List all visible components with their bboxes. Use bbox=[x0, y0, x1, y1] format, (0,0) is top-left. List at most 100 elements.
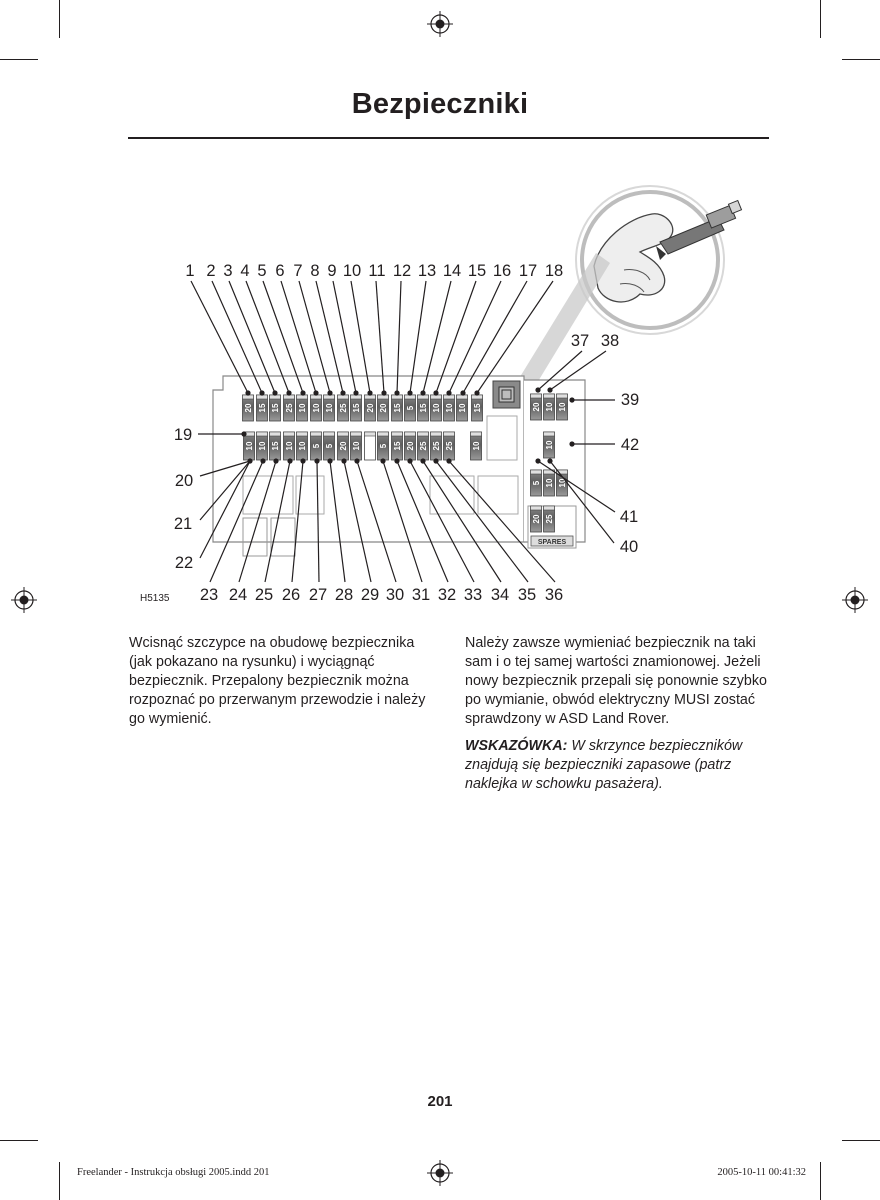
fuse-cap bbox=[310, 394, 322, 400]
fuse-cap bbox=[391, 394, 403, 400]
fuse-cap bbox=[543, 431, 555, 437]
fuse-rating: 20 bbox=[339, 441, 348, 450]
fuse-cap bbox=[269, 394, 281, 400]
callout-dot bbox=[327, 390, 333, 396]
fuse: 5 bbox=[323, 431, 335, 461]
fuse-cap bbox=[443, 394, 455, 400]
callout-dot bbox=[272, 390, 278, 396]
callout-label: 4 bbox=[240, 262, 249, 280]
fuse-rating: 25 bbox=[445, 441, 454, 450]
callout-dot bbox=[446, 390, 452, 396]
fuse-puller-inset bbox=[515, 185, 743, 388]
callout-dot bbox=[420, 390, 426, 396]
callout-line bbox=[476, 280, 554, 394]
crop-mark bbox=[820, 1162, 821, 1200]
fuse: 25 bbox=[430, 431, 442, 461]
fuse-cap bbox=[443, 431, 455, 437]
callout-dot bbox=[460, 390, 466, 396]
callout-dot bbox=[474, 390, 480, 396]
callout-line bbox=[537, 350, 583, 391]
callout-dot bbox=[327, 458, 333, 464]
fuse-cap bbox=[269, 431, 281, 437]
callout-line bbox=[356, 460, 397, 583]
callout-label: 22 bbox=[175, 554, 193, 572]
callout-line bbox=[435, 280, 477, 394]
fuse-rating: 15 bbox=[271, 403, 280, 412]
fuse: 10 bbox=[350, 431, 362, 461]
fuse-cap bbox=[337, 431, 349, 437]
callout-line bbox=[409, 280, 427, 394]
callout-label: 37 bbox=[571, 332, 589, 350]
fuse-cap bbox=[391, 431, 403, 437]
title-rule bbox=[128, 137, 769, 139]
fuse-rating: 20 bbox=[244, 403, 253, 412]
fuse-cap bbox=[556, 393, 568, 399]
callout-line bbox=[350, 280, 371, 394]
fuse-rating: 10 bbox=[472, 441, 481, 450]
fuse: 10 bbox=[256, 431, 268, 461]
fuse: 25 bbox=[543, 505, 555, 533]
callout-label: 19 bbox=[174, 426, 192, 444]
fuse-cap bbox=[404, 394, 416, 400]
fuse-cap bbox=[543, 393, 555, 399]
callout-line bbox=[382, 460, 423, 583]
fuse-cap bbox=[337, 394, 349, 400]
callout-dot bbox=[341, 458, 347, 464]
fuse-rating: 25 bbox=[419, 441, 428, 450]
fuse-cap bbox=[377, 431, 389, 437]
callout-line bbox=[209, 460, 264, 583]
callout-line bbox=[280, 280, 317, 394]
fuse-rating: 10 bbox=[545, 478, 554, 487]
fuse-cap bbox=[323, 431, 335, 437]
callout-line bbox=[264, 460, 291, 583]
fuse: 5 bbox=[310, 431, 322, 461]
callout-dot bbox=[313, 390, 319, 396]
callout-label: 21 bbox=[174, 515, 192, 533]
callout-dot bbox=[259, 390, 265, 396]
fuse-rating: 25 bbox=[432, 441, 441, 450]
callout-dot bbox=[446, 458, 452, 464]
callout-dot bbox=[433, 458, 439, 464]
callout-line bbox=[537, 460, 616, 513]
fuse-rating: 20 bbox=[532, 514, 541, 523]
fuse-rating: 20 bbox=[379, 403, 388, 412]
callout-label: 15 bbox=[468, 262, 486, 280]
callout-label: 41 bbox=[620, 508, 638, 526]
callout-line bbox=[298, 280, 331, 394]
callout-label: 9 bbox=[327, 262, 336, 280]
fuse: 25 bbox=[417, 431, 429, 461]
callout-label: 1 bbox=[185, 262, 194, 280]
callout-dot bbox=[245, 390, 251, 396]
fuse-rating: 15 bbox=[473, 403, 482, 412]
fuse: 15 bbox=[350, 394, 362, 422]
callout-label: 26 bbox=[282, 586, 300, 604]
fuse: 15 bbox=[256, 394, 268, 422]
fuse-cap bbox=[404, 431, 416, 437]
callout-label: 27 bbox=[309, 586, 327, 604]
fuse-cap bbox=[364, 394, 376, 400]
callout-label: 16 bbox=[493, 262, 511, 280]
fuse-rating: 10 bbox=[432, 403, 441, 412]
fuse-cap bbox=[430, 431, 442, 437]
instruction-paragraph: Wcisnąć szczypce na obudowę bezpiecznika… bbox=[129, 635, 426, 727]
callout-line bbox=[199, 460, 251, 559]
fuse: 10 bbox=[283, 431, 295, 461]
fuse: 25 bbox=[443, 431, 455, 461]
callout-label: 25 bbox=[255, 586, 273, 604]
fuse-puller-icon bbox=[656, 199, 743, 260]
fuse-rating: 10 bbox=[312, 403, 321, 412]
fuse-rating: 20 bbox=[366, 403, 375, 412]
callout-label: 8 bbox=[310, 262, 319, 280]
callout-label: 3 bbox=[223, 262, 232, 280]
fuse-cap bbox=[296, 431, 308, 437]
fuse-cap bbox=[530, 469, 542, 475]
fuse: 25 bbox=[337, 394, 349, 422]
fuse-cap bbox=[470, 431, 482, 437]
fuse: 20 bbox=[377, 394, 389, 422]
fuse: 10 bbox=[443, 394, 455, 422]
callout-dot bbox=[314, 458, 320, 464]
fuse-rating: 10 bbox=[545, 440, 554, 449]
callout-line bbox=[262, 280, 304, 394]
